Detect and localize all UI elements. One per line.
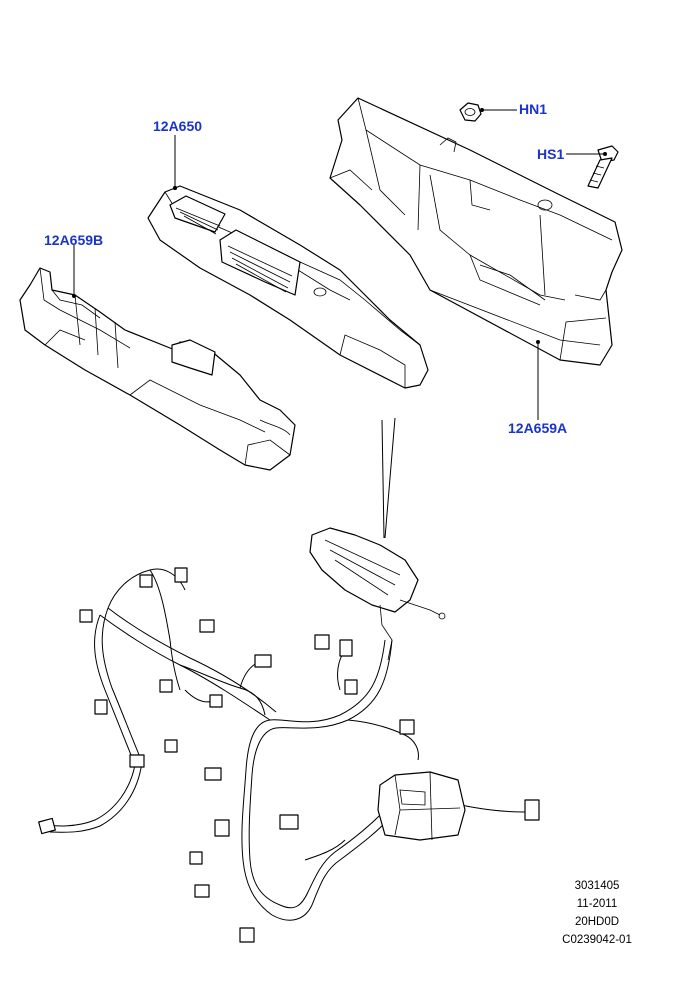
bracket-12a659a	[329, 97, 623, 366]
drawing-model-code: 20HD0D	[574, 916, 620, 928]
callout-hn1: HN1	[519, 101, 548, 117]
wiring-harness	[38, 527, 540, 943]
callout-12a659b: 12A659B	[44, 232, 104, 248]
callout-hs1: HS1	[537, 146, 565, 162]
nut-hn1	[459, 102, 482, 122]
drawing-ref-number: 3031405	[574, 880, 620, 892]
callout-12a650: 12A650	[153, 118, 203, 134]
bracket-12a659b	[19, 267, 296, 471]
callout-12a659a: 12A659A	[508, 420, 568, 436]
bolt-hs1	[587, 145, 619, 189]
ecm-12a650	[147, 185, 429, 389]
drawing-illustration-id: C0239042-01	[562, 934, 632, 946]
callout-leaders	[72, 108, 607, 420]
drawing-date: 11-2011	[576, 898, 618, 910]
